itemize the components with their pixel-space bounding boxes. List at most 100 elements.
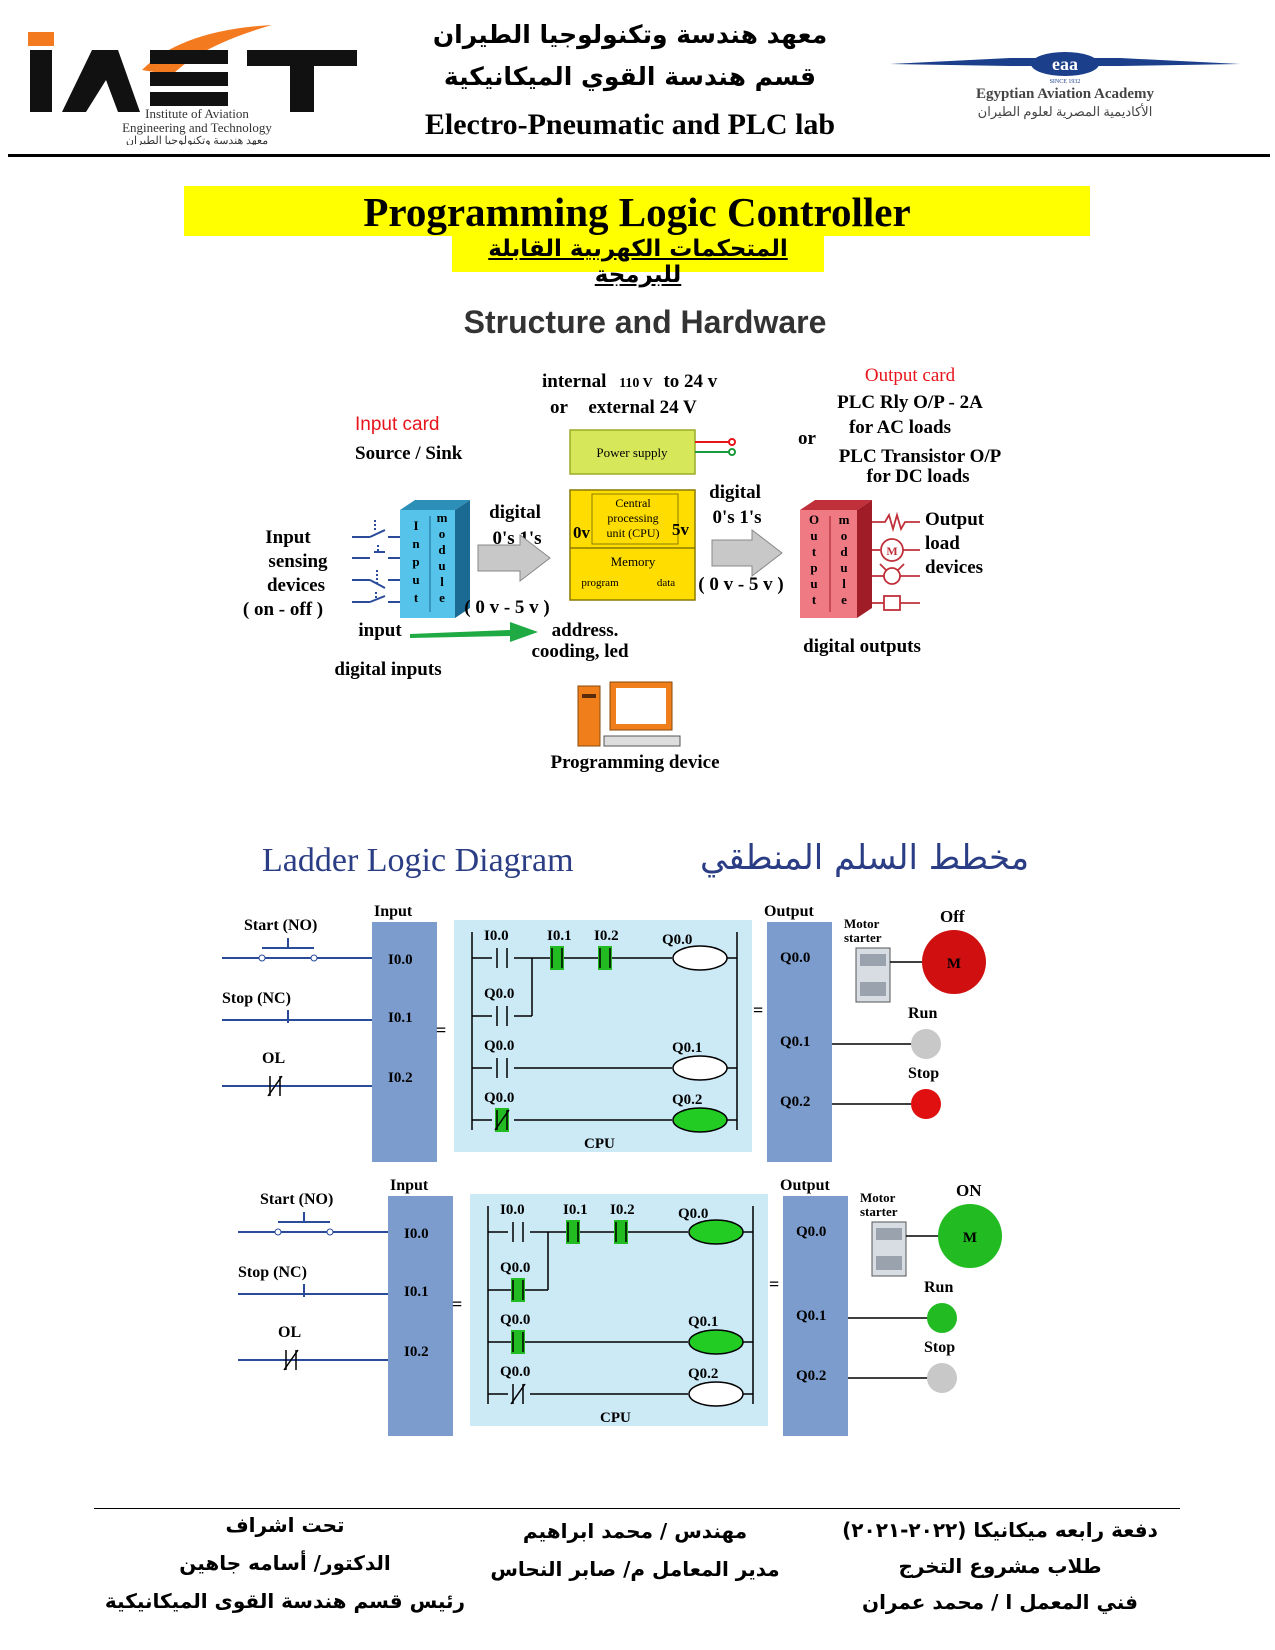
motor-starter-1: Motor	[860, 1190, 896, 1205]
stop-lamp	[911, 1089, 941, 1119]
output-card-label: Output card	[865, 365, 956, 386]
footer-middle-col: مهندس / محمد ابراهيم مدير المعامل م/ صاب…	[470, 1512, 800, 1588]
voltage-or: or	[550, 397, 569, 418]
footer-right-2: طلاب مشروع التخرج	[898, 1554, 1102, 1578]
output-devices-1: Output	[925, 509, 985, 530]
footer-right-col: دفعة رابعه ميكانيكا (٢٠٢٢-٢٠٢١) طلاب مشر…	[820, 1512, 1180, 1620]
program-label: program	[581, 577, 619, 589]
output-2: Q0.2	[780, 1094, 810, 1110]
input-devices-3: devices	[267, 575, 325, 596]
data-label: data	[657, 577, 675, 589]
stop-label: Stop (NC)	[222, 990, 291, 1007]
banner-subtitle: المتحكمات الكهربية القابلة للبرمجة	[488, 236, 788, 288]
coil-0	[672, 945, 728, 971]
starter-top	[860, 954, 886, 966]
header: Institute of Aviation Engineering and Te…	[0, 0, 1275, 160]
equal-sign-right: =	[753, 1000, 763, 1020]
digital-right-1: digital	[709, 482, 761, 503]
contact-label-2: I0.2	[610, 1202, 635, 1218]
input-2: I0.2	[404, 1344, 429, 1360]
logo-line3: معهد هندسة وتكنولوجيا الطيران	[126, 135, 268, 145]
input-1: I0.1	[388, 1010, 413, 1026]
out-mod-letter-1: o	[841, 528, 848, 543]
mod-letter-3: u	[438, 558, 445, 573]
title-banner	[184, 186, 1090, 236]
equal-sign-left: =	[436, 1020, 446, 1040]
digital-inputs-label: digital inputs	[334, 659, 441, 680]
header-title-en: Electro-Pneumatic and PLC lab	[424, 108, 836, 141]
rung2-contact-label: Q0.0	[500, 1364, 530, 1380]
iaet-logo: Institute of Aviation Engineering and Te…	[28, 25, 357, 145]
output-type-4: for DC loads	[866, 466, 969, 487]
out-mod-letter-5: e	[841, 592, 847, 607]
out-mod-letter-4: l	[842, 576, 846, 591]
banner-title: Programming Logic Controller	[363, 189, 911, 235]
output-0: Q0.0	[780, 950, 810, 966]
rung1-contact-label: Q0.0	[500, 1312, 530, 1328]
mod-letter-2: d	[438, 542, 446, 557]
output-block	[783, 1196, 848, 1436]
header-divider	[8, 154, 1270, 157]
arrow-left	[477, 533, 551, 583]
cpu-0v: 0v	[573, 523, 591, 542]
footer-left-3: رئيس قسم هندسة القوى الميكانيكية	[104, 1589, 466, 1613]
rung2-contact-slash	[510, 1383, 526, 1405]
motor-starter-icon	[871, 1221, 907, 1277]
eaa-since: SINCE 1932	[1050, 79, 1081, 85]
hold-label: Q0.0	[484, 986, 514, 1002]
out-mod-letter-0: m	[839, 512, 850, 527]
digital-left-3: ( 0 v - 5 v )	[464, 597, 549, 618]
footer-right-1: دفعة رابعه ميكانيكا (٢٠٢٢-٢٠٢١)	[842, 1518, 1158, 1542]
output-type-3: PLC Transistor O/P	[839, 446, 1002, 467]
header-title-ar-2: قسم هندسة القوي الميكانيكية	[443, 62, 817, 91]
out-letter-3: p	[810, 560, 817, 575]
motor-symbol: M	[963, 1230, 977, 1246]
contact-label-1: I0.1	[547, 928, 572, 944]
contact-0-bg	[492, 946, 514, 970]
mod-letter-5: e	[439, 590, 445, 605]
ladder-title-en: Ladder Logic Diagram	[262, 842, 574, 879]
start-label: Start (NO)	[260, 1191, 333, 1208]
rung1-bg	[492, 1056, 514, 1080]
mod-letter-4: l	[440, 574, 444, 589]
input-switches	[352, 520, 402, 603]
motor-starter-1: Motor	[844, 916, 880, 931]
rung1-coil-label: Q0.1	[688, 1314, 718, 1330]
hold-bg	[492, 1004, 514, 1028]
stop-label: Stop (NC)	[238, 1264, 307, 1281]
motor-starter-2: starter	[844, 930, 882, 945]
logo-line1: Institute of Aviation	[145, 106, 249, 121]
contact-1-fill	[566, 1220, 580, 1244]
out-letter-5: t	[812, 592, 817, 607]
input-2: I0.2	[388, 1070, 413, 1086]
input-block	[388, 1196, 453, 1436]
coil-2	[672, 1107, 728, 1133]
footer-left-col: تحت اشراف الدكتور/ أسامه جاهين رئيس قسم …	[90, 1506, 480, 1620]
address-2: cooding, led	[531, 641, 629, 662]
input-label: input	[358, 620, 402, 641]
ol-label: OL	[278, 1324, 301, 1341]
in-letter-3: u	[412, 572, 419, 587]
rung1-contact-label: Q0.0	[484, 1038, 514, 1054]
green-arrow	[410, 622, 538, 642]
in-letter-4: t	[414, 590, 419, 605]
mod-letter-0: m	[437, 510, 448, 525]
digital-right-2: 0's 1's	[712, 507, 761, 528]
eaa-mark: eaa	[1052, 54, 1078, 74]
address-1: address.	[552, 620, 619, 641]
output-devices-2: load	[925, 533, 960, 554]
stop-lamp	[927, 1363, 957, 1393]
hold-contact-fill	[511, 1278, 525, 1302]
motor	[938, 1204, 1002, 1268]
stop-lamp-label: Stop	[924, 1339, 955, 1356]
contact-label-0: I0.0	[484, 928, 509, 944]
motor-state-label: ON	[956, 1181, 982, 1200]
voltage-external: external 24 V	[588, 397, 697, 418]
motor-symbol: M	[947, 956, 961, 972]
equal-sign-left: =	[452, 1294, 462, 1314]
rung2-coil-label: Q0.2	[672, 1092, 702, 1108]
output-type-2: for AC loads	[849, 417, 951, 438]
motor-starter-icon	[855, 947, 891, 1003]
out-letter-0: O	[809, 512, 819, 527]
eaa-name-en: Egyptian Aviation Academy	[976, 86, 1155, 102]
